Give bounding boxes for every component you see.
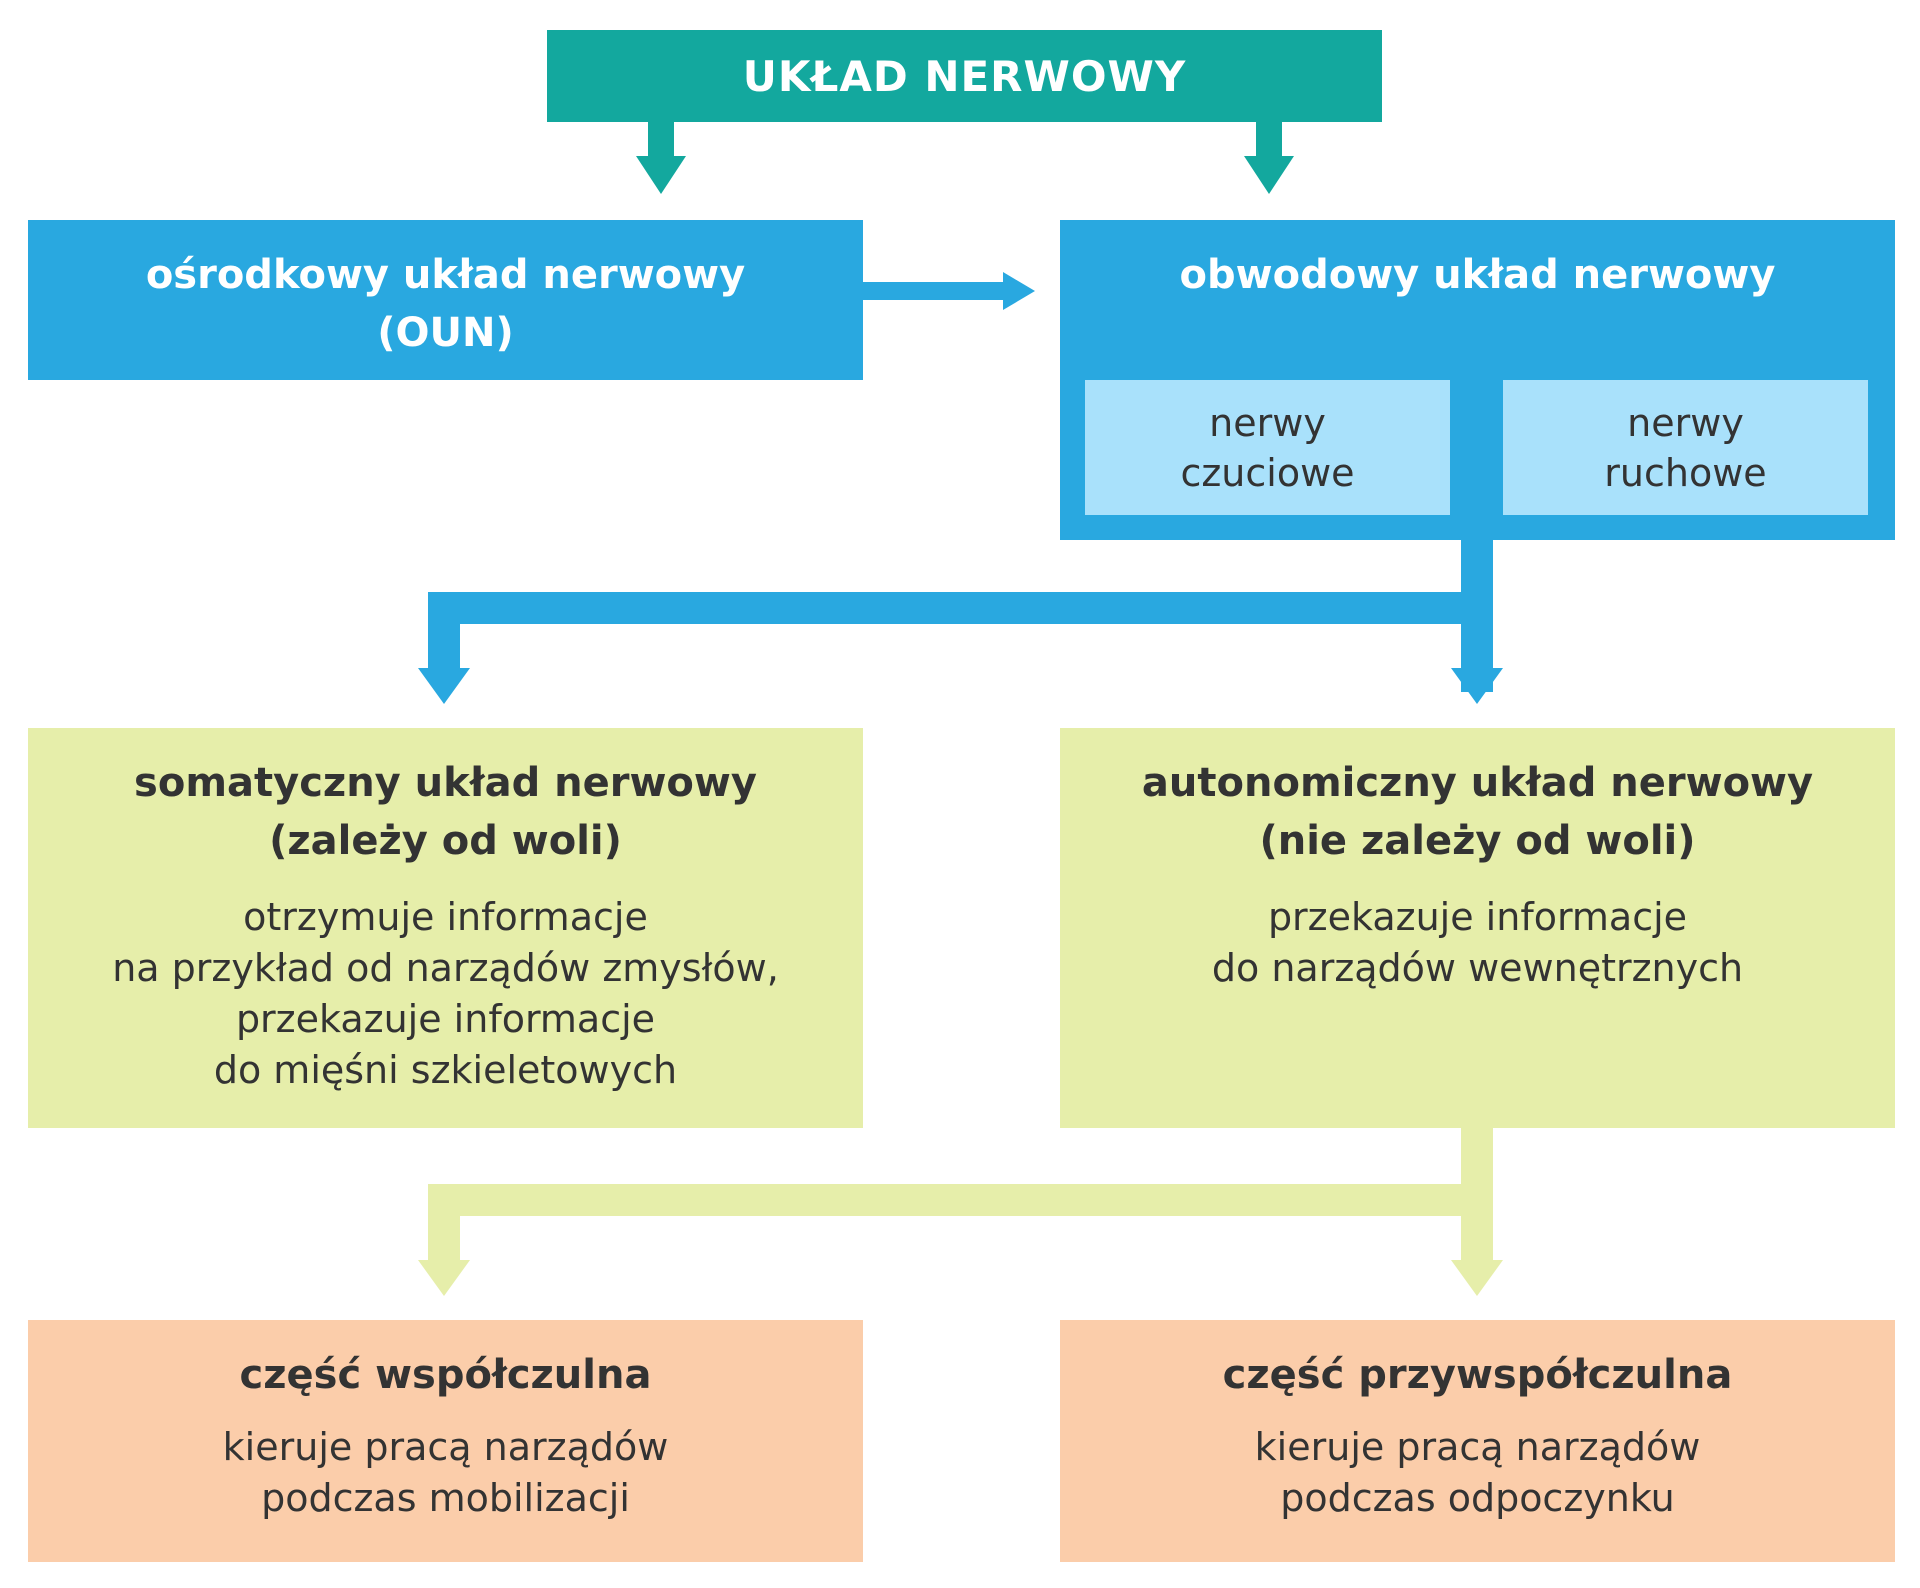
root-node-nervous-system: UKŁAD NERWOWY [547,30,1382,122]
somatic-desc-line: do mięśni szkieletowych [213,1048,678,1092]
parasympathetic-part-node: część przywspółczulna kieruje pracą narz… [1060,1320,1895,1562]
somatic-desc-line: na przykład od narządów zmysłów, [112,946,779,990]
central-nervous-system-node: ośrodkowy układ nerwowy (OUN) [28,220,863,380]
sensory-nerves-node: nerwy czuciowe [1085,380,1450,515]
arrow-autonomic-branch [418,1128,1503,1296]
autonomic-nervous-system-node: autonomiczny układ nerwowy (nie zależy o… [1060,728,1895,1128]
autonomic-title-line1: autonomiczny układ nerwowy [1141,760,1814,806]
arrow-root-to-peripheral [1244,122,1294,194]
autonomic-description: przekazuje informacje do narządów wewnęt… [1212,892,1743,994]
sensory-line2: czuciowe [1180,450,1355,495]
peripheral-nervous-system-node: obwodowy układ nerwowy nerwy czuciowe ne… [1060,220,1895,540]
autonomic-title-line2: (nie zależy od woli) [1259,818,1696,864]
central-title-line1: ośrodkowy układ nerwowy [145,252,746,298]
sympathetic-title: część współczulna [239,1352,652,1398]
autonomic-desc-line: przekazuje informacje [1267,895,1688,939]
arrow-peripheral-branch [418,540,1503,704]
somatic-title-line2: (zależy od woli) [269,818,622,864]
motor-line2: ruchowe [1604,450,1767,495]
central-title-line2: (OUN) [377,310,514,356]
motor-nerves-node: nerwy ruchowe [1503,380,1868,515]
root-title: UKŁAD NERWOWY [742,51,1187,101]
sympathetic-description: kieruje pracą narządów podczas mobilizac… [223,1422,669,1524]
arrow-root-to-central [636,122,686,194]
sympathetic-desc-line: podczas mobilizacji [261,1476,630,1520]
sympathetic-part-node: część współczulna kieruje pracą narządów… [28,1320,863,1562]
somatic-desc-line: otrzymuje informacje [243,895,648,939]
somatic-description: otrzymuje informacje na przykład od narz… [112,892,779,1096]
autonomic-desc-line: do narządów wewnętrznych [1211,946,1744,990]
somatic-desc-line: przekazuje informacje [235,997,656,1041]
somatic-nervous-system-node: somatyczny układ nerwowy (zależy od woli… [28,728,863,1128]
parasympathetic-desc-line: kieruje pracą narządów [1254,1425,1701,1469]
sensory-line1: nerwy [1209,400,1326,445]
sympathetic-desc-line: kieruje pracą narządów [222,1425,669,1469]
parasympathetic-desc-line: podczas odpoczynku [1280,1476,1675,1520]
arrow-central-to-peripheral [863,272,1035,310]
somatic-title-line1: somatyczny układ nerwowy [134,760,757,806]
peripheral-title: obwodowy układ nerwowy [1179,252,1776,298]
parasympathetic-title: część przywspółczulna [1222,1352,1733,1398]
parasympathetic-description: kieruje pracą narządów podczas odpoczynk… [1255,1422,1701,1524]
motor-line1: nerwy [1627,400,1744,445]
